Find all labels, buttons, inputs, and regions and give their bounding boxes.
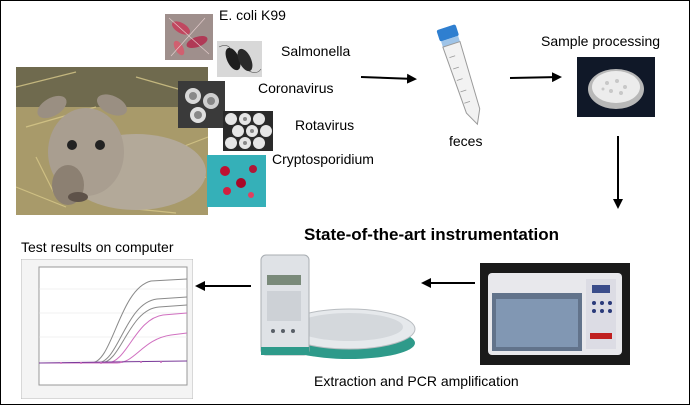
- processed-sample-dish: [577, 57, 655, 117]
- results-label: Test results on computer: [21, 239, 174, 255]
- ecoli-micrograph: [165, 14, 213, 60]
- pathogen-label-coronavirus: Coronavirus: [258, 80, 334, 96]
- cryptosporidium-micrograph: [207, 155, 266, 207]
- pathogen-label-ecoli: E. coli K99: [219, 7, 286, 23]
- rotavirus-micrograph: [223, 111, 273, 151]
- processing-label: Sample processing: [541, 33, 661, 49]
- extraction-label: Extraction and PCR amplification: [314, 373, 519, 389]
- coronavirus-micrograph: [178, 81, 225, 128]
- arrow-feces-to-processing: [509, 72, 562, 83]
- salmonella-micrograph: [217, 41, 262, 77]
- pcr-instrument: [480, 263, 630, 365]
- pathogen-label-cryptosporidium: Cryptosporidium: [272, 151, 374, 167]
- sample-label: feces: [449, 133, 483, 149]
- pathogen-label-salmonella: Salmonella: [281, 43, 351, 59]
- pathogen-label-rotavirus: Rotavirus: [295, 117, 355, 133]
- extraction-instrument: [253, 251, 417, 361]
- results-amplification-plot: [21, 259, 193, 399]
- calf-photo: [16, 67, 208, 215]
- arrow-pathogens-to-feces: [360, 73, 417, 84]
- sample-tube: [432, 23, 490, 131]
- instrumentation-title: State-of-the-art instrumentation: [304, 225, 559, 244]
